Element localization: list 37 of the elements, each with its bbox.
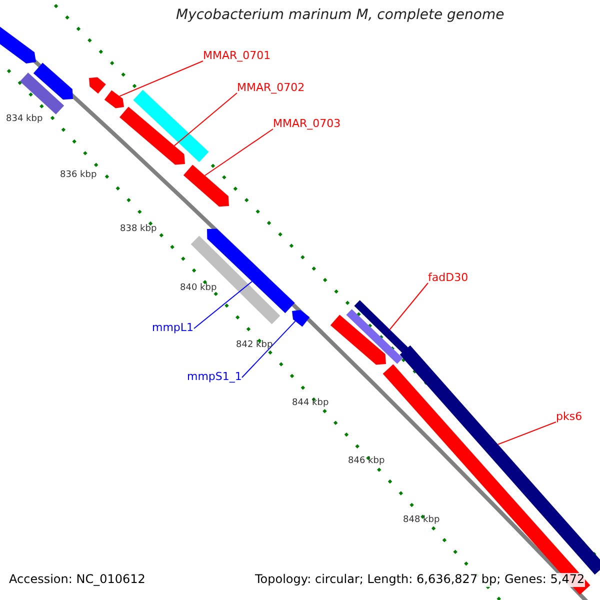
- scale-label: 844 kbp: [292, 398, 329, 408]
- scale-label: 836 kbp: [60, 170, 97, 180]
- leader-line: [389, 282, 428, 330]
- gene-label: MMAR_0703: [273, 118, 341, 131]
- scale-label: 838 kbp: [120, 224, 157, 234]
- leader-line: [204, 128, 274, 176]
- footer-text: Topology: circular; Length: 6,636,827 bp; Genes: 5,472: [255, 573, 585, 587]
- footer-text: Accession: NC_010612: [9, 573, 146, 587]
- scale-label: 846 kbp: [348, 456, 385, 466]
- scale-label: 842 kbp: [236, 340, 273, 350]
- gene-feature-bar: [292, 310, 310, 327]
- gene-feature-bar: [120, 106, 185, 165]
- leader-line: [242, 320, 296, 378]
- gene-feature-bar: [400, 345, 600, 575]
- gene-label: mmpL1: [152, 322, 194, 335]
- gene-label: pks6: [556, 411, 582, 424]
- gene-label: MMAR_0701: [203, 50, 271, 63]
- gene-feature-bar: [89, 77, 106, 94]
- gene-feature-bar: [330, 314, 386, 365]
- gene-feature-bar: [346, 309, 403, 364]
- gene-feature-bar: [33, 62, 73, 100]
- leader-line: [498, 422, 556, 445]
- leader-line: [194, 281, 252, 329]
- leader-line: [119, 60, 204, 97]
- gene-feature-bar: [183, 164, 229, 207]
- scale-label: 834 kbp: [6, 114, 43, 124]
- gene-label: fadD30: [428, 272, 468, 285]
- gene-feature-bar: [133, 90, 209, 162]
- gene-feature-bar: [104, 90, 124, 108]
- gene-label: mmpS1_1: [187, 371, 242, 384]
- leader-line: [174, 92, 238, 146]
- gene-feature-bar: [20, 72, 64, 114]
- title: Mycobacterium marinum M, complete genome: [176, 7, 504, 24]
- scale-label: 848 kbp: [403, 515, 440, 526]
- scale-label: 840 kbp: [180, 283, 217, 294]
- gene-feature-bar: [354, 300, 410, 355]
- gene-label: MMAR_0702: [237, 82, 305, 95]
